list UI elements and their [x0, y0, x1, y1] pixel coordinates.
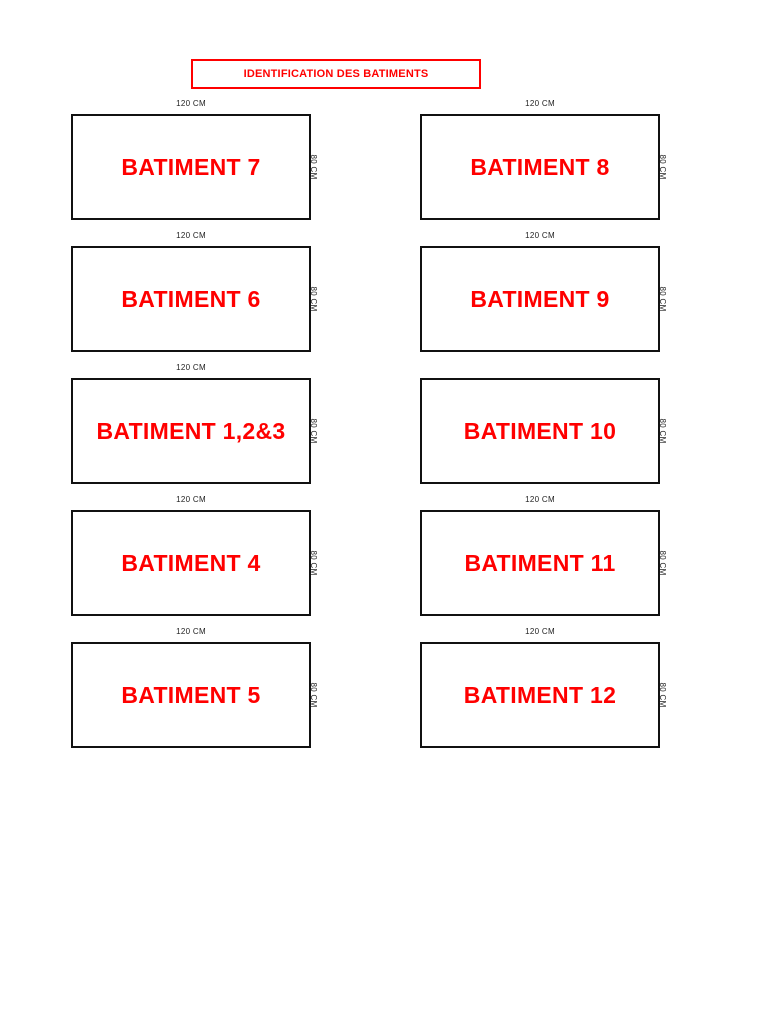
plate-width-dimension-label: 120 CM	[525, 231, 555, 240]
plate-label: BATIMENT 8	[470, 153, 610, 180]
page-title: IDENTIFICATION DES BATIMENTS	[243, 68, 429, 80]
plate-width-dimension-label: 120 CM	[176, 363, 206, 372]
plate-height-dimension-label: 80 CM	[658, 418, 667, 444]
plate-height-dimension-label: 80 CM	[309, 418, 318, 444]
plate-label: BATIMENT 12	[463, 681, 617, 708]
plate-width-dimension-label: 120 CM	[525, 99, 555, 108]
plate-label: BATIMENT 6	[121, 285, 261, 312]
plate-height-dimension-label: 80 CM	[658, 682, 667, 708]
plate-height-dimension-label: 80 CM	[309, 682, 318, 708]
plate-height-dimension-label: 80 CM	[309, 286, 318, 312]
plate-label: BATIMENT 7	[121, 153, 261, 180]
plate-box: BATIMENT 4	[71, 510, 311, 616]
plate-width-dimension-label: 120 CM	[176, 627, 206, 636]
plate-height-dimension-label: 80 CM	[309, 550, 318, 576]
plate-width-dimension-label: 120 CM	[176, 99, 206, 108]
plate-width-dimension-label: 120 CM	[176, 231, 206, 240]
plate-width-dimension-label: 120 CM	[525, 495, 555, 504]
plate-box: BATIMENT 6	[71, 246, 311, 352]
plate-label: BATIMENT 11	[464, 549, 616, 576]
plate-label: BATIMENT 1,2&3	[96, 417, 286, 444]
plate-label: BATIMENT 5	[121, 681, 261, 708]
plate-box: BATIMENT 7	[71, 114, 311, 220]
plate-width-dimension-label: 120 CM	[525, 627, 555, 636]
plate-height-dimension-label: 80 CM	[658, 550, 667, 576]
plate-height-dimension-label: 80 CM	[309, 154, 318, 180]
plate-box: BATIMENT 10	[420, 378, 660, 484]
plate-width-dimension-label: 120 CM	[176, 495, 206, 504]
plate-box: BATIMENT 12	[420, 642, 660, 748]
plate-label: BATIMENT 4	[121, 549, 261, 576]
plate-box: BATIMENT 8	[420, 114, 660, 220]
plate-label: BATIMENT 10	[463, 417, 617, 444]
plate-height-dimension-label: 80 CM	[658, 286, 667, 312]
plate-box: BATIMENT 11	[420, 510, 660, 616]
document-title-banner: IDENTIFICATION DES BATIMENTS	[191, 59, 481, 89]
plate-box: BATIMENT 1,2&3	[71, 378, 311, 484]
plate-label: BATIMENT 9	[470, 285, 610, 312]
plate-height-dimension-label: 80 CM	[658, 154, 667, 180]
plate-box: BATIMENT 9	[420, 246, 660, 352]
plate-box: BATIMENT 5	[71, 642, 311, 748]
